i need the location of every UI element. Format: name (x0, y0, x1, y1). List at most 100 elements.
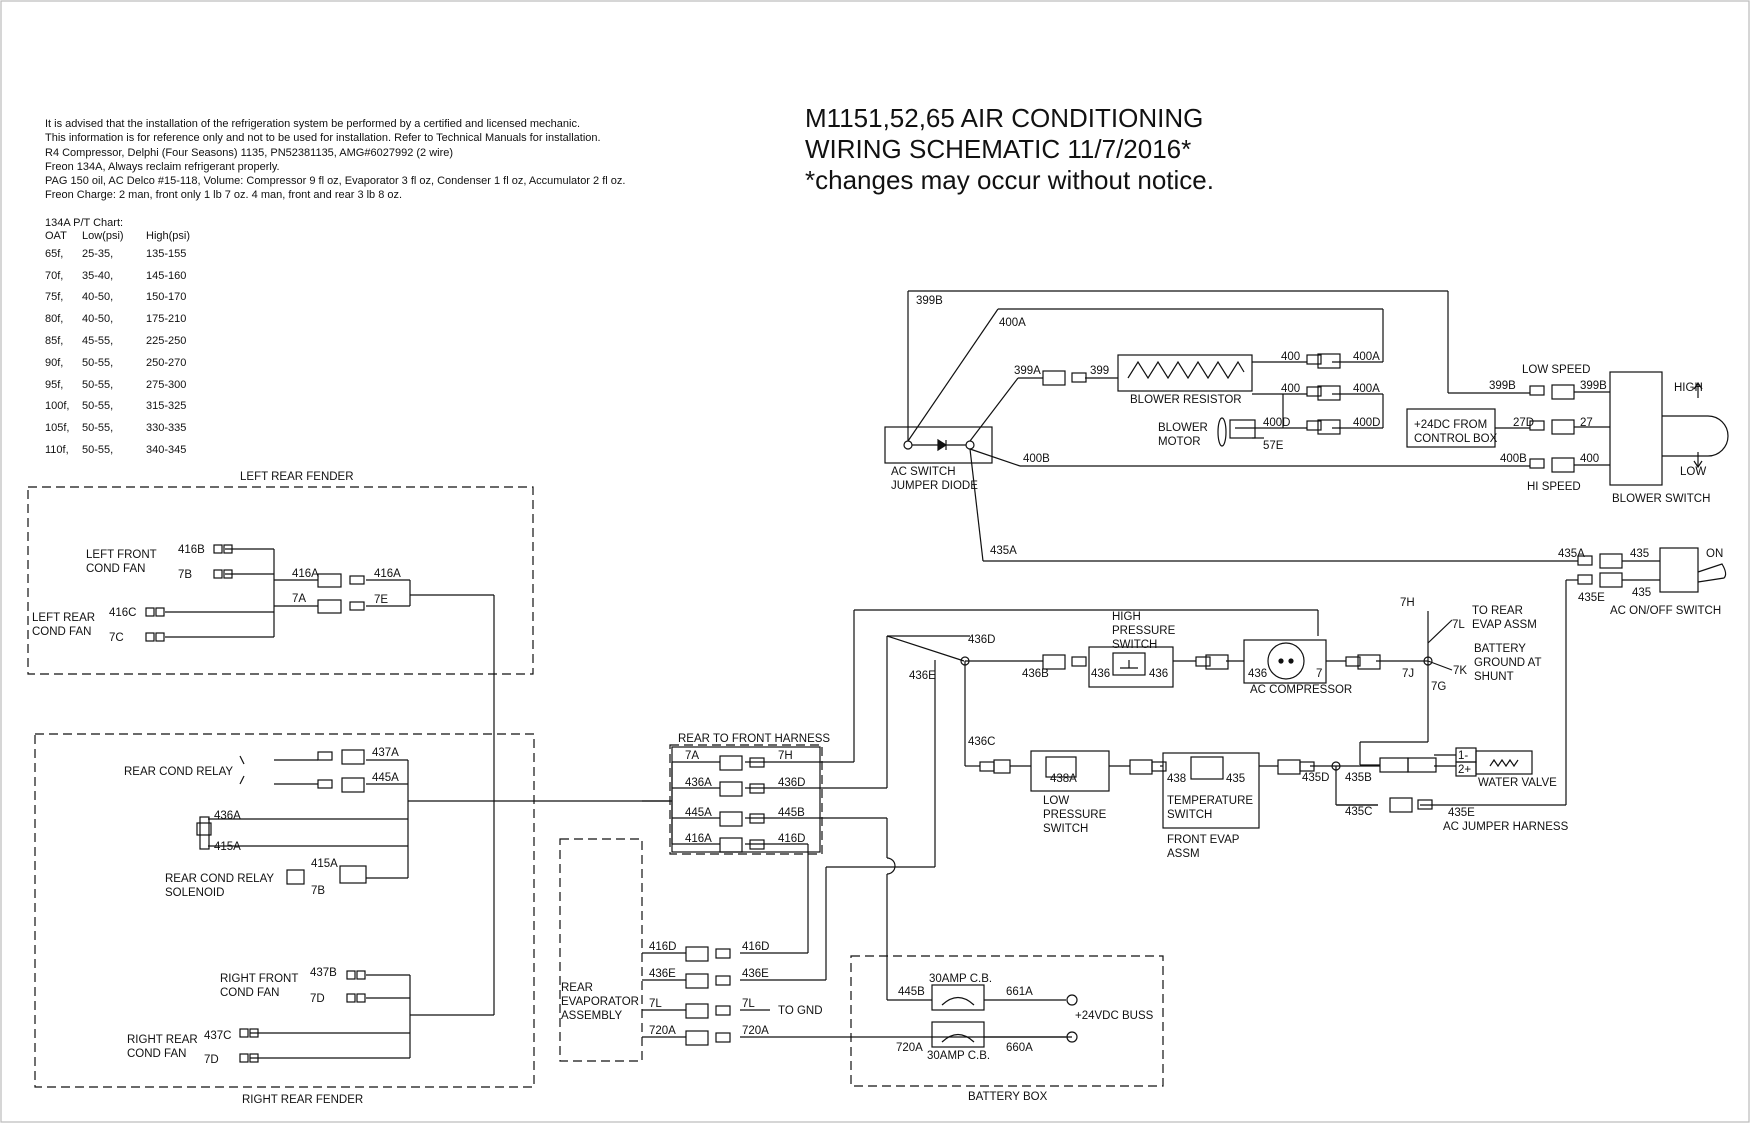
wire-label: 435D (1302, 772, 1330, 784)
pt-chart-row: 90f,50-55,250-270 (45, 352, 206, 374)
wire-label: 57E (1263, 440, 1284, 452)
label-left-rear-cond-fan: LEFT REAR (32, 612, 95, 624)
wire-label: 7E (374, 594, 388, 606)
pt-cell: 75f, (45, 291, 64, 304)
label-ac-switch-jumper-diode: AC SWITCH (891, 466, 956, 478)
pt-chart-header-row: OAT Low(psi) High(psi) (45, 228, 206, 243)
pt-chart-row: 70f,35-40,145-160 (45, 265, 206, 287)
wire-label: 7B (178, 569, 192, 581)
harness-connectors (719, 755, 765, 853)
wire-label: 720A (742, 1025, 769, 1037)
evap-connectors (685, 946, 731, 1046)
wire-label: 7L (1452, 619, 1465, 631)
label-blower-resistor: BLOWER RESISTOR (1130, 394, 1242, 406)
wire-label: 416B (178, 544, 205, 556)
wire-label: 7H (1400, 597, 1415, 609)
pt-chart-row: 75f,40-50,150-170 (45, 287, 206, 309)
wire-label: 400 (1281, 351, 1300, 363)
label-high: HIGH (1674, 382, 1703, 394)
pt-chart-header: OAT (45, 229, 67, 242)
wire-label: 661A (1006, 986, 1033, 998)
wire-label: 400A (1353, 383, 1380, 395)
label-ac-on-off-switch: AC ON/OFF SWITCH (1610, 605, 1721, 617)
wire-label: 416A (292, 568, 319, 580)
rear-evaporator-box (559, 838, 643, 1062)
wire-label: 7 (1316, 668, 1322, 680)
pt-cell: 50-55, (82, 356, 114, 369)
harness-wires (642, 610, 896, 1000)
high-pressure-switch (1088, 646, 1174, 688)
wire-label: 436B (1022, 668, 1049, 680)
wire-label: 400 (1281, 383, 1300, 395)
blower-circuit (884, 290, 1729, 486)
wire-label: 437B (310, 967, 337, 979)
label-on: ON (1706, 548, 1723, 560)
label-hi-speed: HI SPEED (1527, 481, 1581, 493)
label-ac-compressor: AC COMPRESSOR (1250, 684, 1352, 696)
label-rear-cond-relay-solenoid: SOLENOID (165, 887, 224, 899)
wire-label: 435A (1558, 548, 1585, 560)
battery-box-outline (850, 955, 1164, 1087)
wire-label: 720A (649, 1025, 676, 1037)
pt-chart-caption: 134A P/T Chart: (45, 217, 124, 229)
label-right-rear-cond-fan: RIGHT REAR (127, 1034, 198, 1046)
wire-label: 436E (649, 968, 676, 980)
pt-cell: 175-210 (146, 313, 187, 326)
wire-label: 1- (1458, 750, 1468, 762)
wire-label: 438 (1167, 773, 1186, 785)
ac-switch-jumper-diode (884, 426, 993, 464)
wire-label: 7J (1402, 668, 1414, 680)
label-control-box: CONTROL BOX (1414, 433, 1498, 445)
wire-label: 416C (109, 607, 137, 619)
title-line-3: *changes may occur without notice. (805, 165, 1214, 195)
blower-switch-body (1609, 371, 1663, 486)
wire-label: 436E (742, 968, 769, 980)
wire-label: 400D (1263, 417, 1291, 429)
label-blower-motor: MOTOR (1158, 436, 1201, 448)
pt-chart-row: 95f,50-55,275-300 (45, 374, 206, 396)
pt-cell: 40-50, (82, 313, 114, 326)
label-high-pressure-switch: HIGH (1112, 611, 1141, 623)
label-battery-ground: BATTERY (1474, 643, 1526, 655)
label-left-rear-cond-fan: COND FAN (32, 626, 91, 638)
wire-label: 400A (1353, 351, 1380, 363)
label-low-pressure-switch: LOW (1043, 795, 1069, 807)
rear-to-front-harness-box (669, 744, 823, 855)
wire-label: 435E (1448, 807, 1475, 819)
pt-cell: 35-40, (82, 269, 114, 282)
pt-cell: 70f, (45, 269, 64, 282)
pt-cell: 105f, (45, 422, 70, 435)
label-24vdc-buss: +24VDC BUSS (1075, 1010, 1154, 1022)
wire-label: 436 (1248, 668, 1267, 680)
breaker-top (931, 984, 985, 1011)
wire-label: 416A (374, 568, 401, 580)
wire-label: 435C (1345, 806, 1373, 818)
wire-label: 436 (1091, 668, 1110, 680)
page-title: M1151,52,65 AIR CONDITIONING WIRING SCHE… (805, 103, 1214, 196)
label-rear-cond-relay-solenoid: REAR COND RELAY (165, 873, 274, 885)
left-rear-fender-box (27, 486, 534, 675)
wire-label: 435A (990, 545, 1017, 557)
water-valve-body (1475, 750, 1533, 775)
title-line-2: WIRING SCHEMATIC 11/7/2016* (805, 134, 1192, 164)
pt-cell: 150-170 (146, 291, 187, 304)
battery-box-wires (887, 984, 1078, 1048)
label-to-rear-evap-assm: EVAP ASSM (1472, 619, 1537, 631)
title-line-1: M1151,52,65 AIR CONDITIONING (805, 103, 1204, 133)
label-blower-motor: BLOWER (1158, 422, 1208, 434)
wire-label: 27 (1580, 417, 1593, 429)
pt-chart-table: OAT Low(psi) High(psi) 65f,25-35,135-155… (45, 228, 206, 461)
wire-label: 436D (778, 777, 806, 789)
label-low-pressure-switch: SWITCH (1043, 823, 1088, 835)
pt-cell: 340-345 (146, 444, 187, 457)
pt-cell: 50-55, (82, 444, 114, 457)
front-circuit (854, 609, 1533, 829)
wire-label: 7A (292, 593, 306, 605)
label-ac-switch-jumper-diode: JUMPER DIODE (891, 480, 978, 492)
wire-label: 445A (685, 807, 712, 819)
wire-label: 438A (1050, 773, 1077, 785)
wire-label: 416D (649, 941, 677, 953)
wire-label: 7L (742, 998, 755, 1010)
note-line: PAG 150 oil, AC Delco #15-118, Volume: C… (45, 175, 626, 188)
